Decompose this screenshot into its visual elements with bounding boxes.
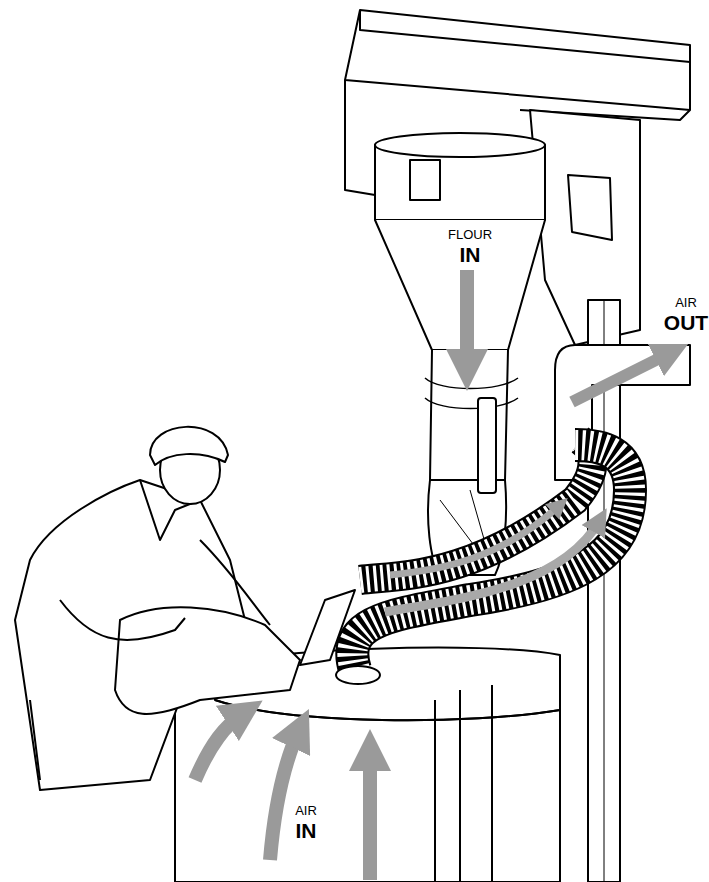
flour-sack — [115, 607, 300, 714]
flow-label: OUT — [664, 312, 708, 333]
flex-hoses — [336, 440, 630, 684]
flow-label: AIR — [295, 804, 317, 817]
flow-label: FLOUR — [448, 228, 492, 241]
flow-label: IN — [296, 820, 317, 841]
flow-arrows — [195, 270, 672, 880]
worker-figure — [15, 427, 300, 790]
station-body — [175, 700, 560, 882]
duct-housing — [530, 110, 640, 345]
clamp-handle — [478, 398, 496, 493]
hair-cap — [150, 427, 228, 465]
flow-label: AIR — [675, 296, 697, 309]
flow-label: IN — [460, 244, 481, 265]
equipment — [175, 10, 690, 882]
ceiling-hood — [345, 10, 690, 110]
